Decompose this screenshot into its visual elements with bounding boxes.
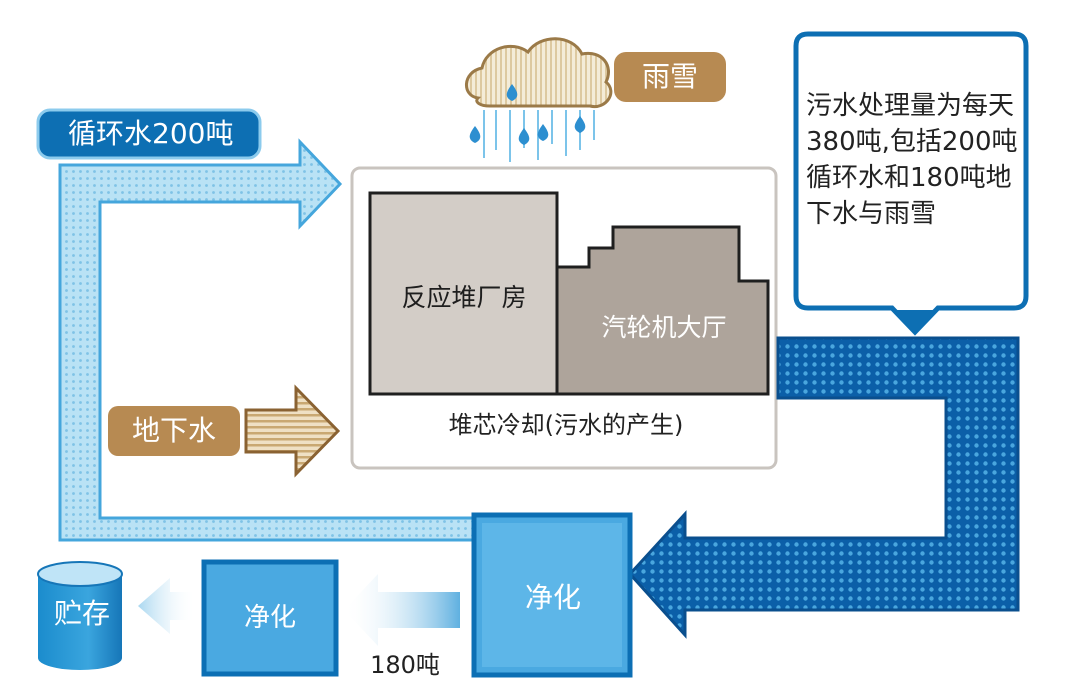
info-text: 污水处理量为每天380吨,包括200吨循环水和180吨地下水与雨雪	[806, 91, 1018, 229]
info-callout	[793, 31, 1029, 336]
groundwater-label: 地下水	[131, 414, 216, 447]
reactor-building-label: 反应堆厂房	[401, 283, 527, 312]
purify-second-label: 净化	[243, 603, 296, 633]
recycle-water-pipe	[58, 138, 482, 542]
wastewater-pipe	[627, 336, 1020, 639]
recycle-tag-bg	[36, 108, 262, 160]
purify-main-label: 净化	[524, 581, 581, 614]
purify-second-box	[201, 559, 339, 677]
raindrop-icon	[469, 84, 586, 145]
arrow-left-icon	[344, 574, 460, 646]
groundwater-tag-bg	[108, 406, 240, 456]
flow-amount-label: 180吨	[370, 651, 440, 679]
turbine-hall	[555, 225, 770, 396]
arrow-to-storage-icon	[138, 578, 196, 634]
plant-caption: 堆芯冷却(污水的产生)	[448, 411, 684, 439]
arrow-right-icon	[244, 384, 341, 478]
turbine-hall-label: 汽轮机大厅	[601, 313, 727, 342]
rain-snow-label: 雨雪	[641, 60, 698, 93]
reactor-building	[368, 191, 559, 396]
rain-tag-bg	[614, 52, 726, 102]
recycle-water-label: 循环水200吨	[68, 117, 234, 150]
cloud-icon	[465, 37, 613, 109]
purify-main-inner	[482, 523, 622, 667]
storage-label: 贮存	[53, 597, 110, 630]
storage-tank-icon	[37, 561, 123, 670]
